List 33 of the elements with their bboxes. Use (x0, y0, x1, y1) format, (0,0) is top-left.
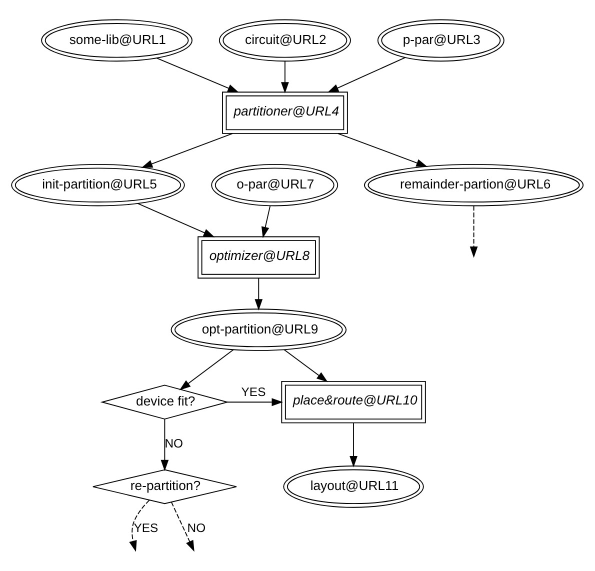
edge-label: NO (164, 436, 184, 451)
node-diamond: device fit? (100, 384, 230, 420)
node-box: optimizer@URL8 (198, 236, 320, 279)
arrow (179, 349, 234, 390)
node-ellipse: circuit@URL2 (218, 19, 351, 62)
arrow (156, 58, 239, 93)
node-box: place&route@URL10 (281, 380, 426, 424)
arrow (281, 60, 289, 94)
arrow (254, 278, 263, 310)
node-ellipse: o-par@URL7 (211, 164, 338, 206)
arrow (226, 398, 284, 406)
edge-label: YES (241, 384, 266, 399)
node-ellipse: layout@URL11 (283, 466, 424, 508)
node-diamond: re-partition? (92, 469, 237, 504)
arrow (171, 502, 194, 552)
node-ellipse: init-partition@URL5 (11, 164, 185, 206)
edge-label: YES (134, 521, 158, 536)
arrow (261, 206, 271, 238)
arrow (160, 418, 169, 472)
node-ellipse: opt-partition@URL9 (170, 308, 347, 351)
edge-label: NO (187, 521, 206, 536)
node-box: partitioner@URL4 (222, 92, 348, 134)
arrow (141, 133, 233, 168)
arrow (129, 500, 150, 552)
node-ellipse: some-lib@URL1 (41, 19, 192, 62)
node-ellipse: p-par@URL3 (377, 19, 504, 62)
node-ellipse: remainder-partion@URL6 (364, 164, 584, 206)
arrow (338, 133, 428, 167)
arrow (327, 57, 406, 93)
arrow (470, 206, 478, 258)
arrow (350, 422, 358, 468)
arrow (284, 349, 328, 382)
arrow (137, 203, 215, 238)
